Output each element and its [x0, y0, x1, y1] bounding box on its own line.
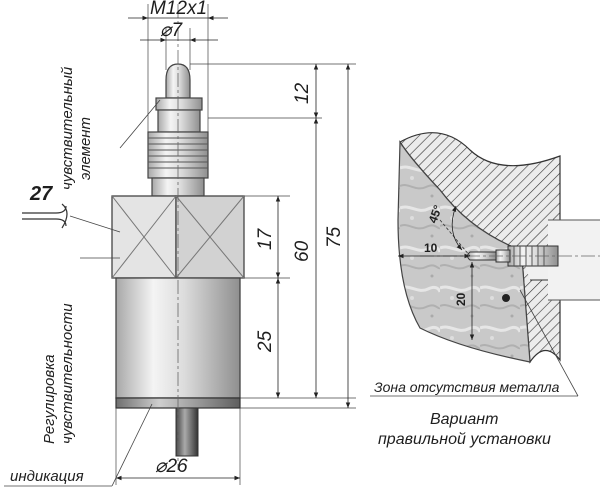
thread-label: M12x1: [150, 0, 207, 19]
indication-callout: индикация: [4, 403, 153, 487]
dim-10-install-label: 10: [424, 241, 438, 255]
sensitivity-adjust-callout: Регулировка чувствительности: [41, 257, 120, 444]
angle-label: 45°: [426, 203, 445, 225]
wrench-size-callout: 27: [22, 183, 121, 233]
variant-caption-line2: правильной установки: [378, 431, 551, 448]
threaded-neck: [147, 131, 209, 197]
dim-20-install-label: 20: [454, 292, 468, 306]
cable: [175, 407, 199, 457]
sensitive-element-line2: элемент: [77, 117, 94, 180]
height-dimensions: 12 17 25 60 75: [190, 63, 356, 409]
sensitivity-adjust-line1: Регулировка: [41, 354, 58, 444]
sensitive-element-line1: чувствительный: [59, 66, 76, 190]
tip-diameter-dimension: ⌀7: [140, 20, 218, 70]
indication-label: индикация: [10, 468, 84, 485]
probe-collar: [155, 97, 203, 111]
dim-25-label: 25: [255, 330, 276, 353]
dim-17-label: 17: [255, 227, 276, 250]
dim-75-label: 75: [324, 226, 345, 248]
sensitive-element-callout: чувствительный элемент: [59, 66, 161, 190]
dim-12-label: 12: [292, 82, 313, 104]
wrench-size-label: 27: [29, 183, 53, 205]
installation-variant: 45° 10 20: [370, 132, 600, 397]
sensitivity-adjust-line2: чувствительности: [59, 303, 76, 444]
tip-diameter-label: ⌀7: [160, 20, 183, 41]
variant-caption-line1: Вариант: [430, 411, 498, 428]
housing-diameter-dimension: ⌀26: [115, 408, 241, 485]
thread-dimension: M12x1: [128, 0, 228, 132]
housing-diameter-label: ⌀26: [155, 456, 188, 477]
dim-60-label: 60: [292, 240, 313, 262]
no-metal-zone-label: Зона отсутствия металла: [374, 379, 560, 395]
